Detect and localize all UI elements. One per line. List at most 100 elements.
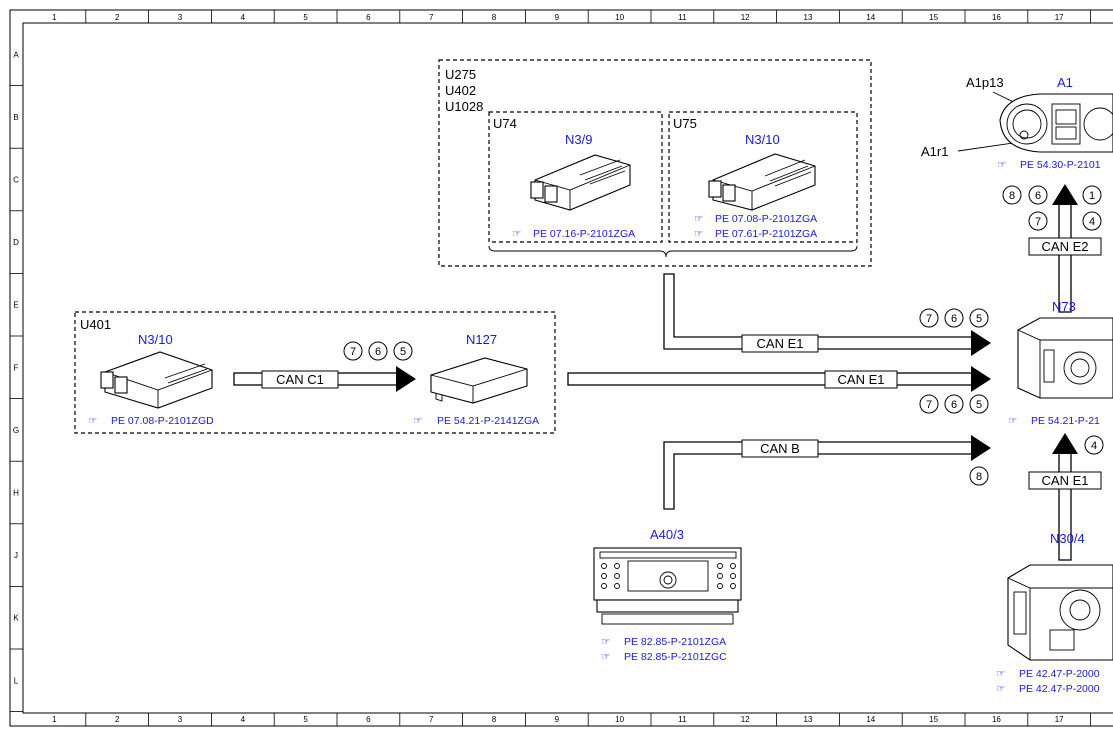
ref-a40-3-1: PE 82.85-P-2101ZGA [624,636,726,648]
grid-row-label: A [13,50,19,59]
grid-column-label: 3 [178,13,183,22]
markers-can-e2: 8 6 1 7 4 [1002,185,1102,231]
grid-column-label: 2 [115,13,120,22]
marker-can-e1-middle-2: 6 [951,399,957,411]
grid-column-label: 14 [866,715,875,724]
marker-can-c1-3: 5 [400,346,406,358]
grid-column-label: 2 [115,715,120,724]
ref-n3-10-left-1: PE 07.08-P-2101ZGD [111,415,214,427]
marker-can-e2-2: 6 [1035,190,1041,202]
marker-can-b-1: 8 [976,471,982,483]
ref-n3-9-1: PE 07.16-P-2101ZGA [533,228,635,240]
marker-can-c1-2: 6 [375,346,381,358]
component-name-n3-10-top: N3/10 [745,132,780,147]
hand-pointer-icon: ☞ [997,159,1006,171]
ref-a1-1: PE 54.30-P-2101 [1020,159,1101,171]
ref-n30-4-1: PE 42.47-P-2000 [1019,668,1100,680]
grid-column-label: 7 [429,715,434,724]
group-label-u74: U74 [493,116,517,131]
hand-pointer-icon: ☞ [996,683,1005,695]
bus-label-can-c1: CAN C1 [276,372,324,387]
hand-pointer-icon: ☞ [512,228,521,240]
bus-can-e1-middle: CAN E1 [567,366,991,392]
bus-label-can-e2: CAN E2 [1042,239,1089,254]
grid-row-label: K [13,614,19,623]
bus-can-b: CAN B [663,435,991,510]
grid-column-label: 12 [741,13,750,22]
grid-column-label: 6 [366,13,371,22]
bus-label-can-e1-lower: CAN E1 [1042,473,1089,488]
marker-can-e2-4: 7 [1035,216,1041,228]
grid-column-label: 9 [555,715,560,724]
grid-column-label: 6 [366,715,371,724]
grid-column-label: 17 [1055,13,1064,22]
markers-can-e1-lower: 4 [1084,435,1104,455]
hand-pointer-icon: ☞ [996,668,1005,680]
grid-column-label: 8 [492,13,497,22]
ref-n30-4: ☞ PE 42.47-P-2000 ☞ PE 42.47-P-2000 [996,668,1100,695]
grid-row-label: E [13,301,18,310]
bus-can-e1-lower: CAN E1 [1028,433,1102,561]
bus-can-e1-upper: CAN E1 [663,273,991,356]
radio-a40-3-device [593,547,742,625]
ref-n3-10-top-1: PE 07.08-P-2101ZGA [715,213,817,225]
grid-column-label: 3 [178,715,183,724]
ref-n73-1: PE 54.21-P-21 [1031,415,1100,427]
grid-column-label: 16 [992,13,1001,22]
hand-pointer-icon: ☞ [601,651,610,663]
marker-can-e1-upper-1: 7 [926,313,932,325]
component-name-n127: N127 [466,332,497,347]
grid-column-label: 7 [429,13,434,22]
group-label-u1028: U1028 [445,99,483,114]
grid-column-label: 13 [804,715,813,724]
grid-column-label: 17 [1055,715,1064,724]
ignition-switch-n73-device [1017,317,1113,399]
component-name-n3-9: N3/9 [565,132,592,147]
grid-row-label: G [13,426,19,435]
grid-column-label: 12 [741,715,750,724]
ref-n73: ☞ PE 54.21-P-21 [1008,415,1100,427]
group-label-u275: U275 [445,67,476,82]
module-n127-device [430,357,528,404]
markers-can-b: 8 [969,466,989,486]
hand-pointer-icon: ☞ [694,213,703,225]
grid-column-label: 10 [615,715,624,724]
grid-column-label: 16 [992,715,1001,724]
ref-n3-10-top-2: PE 07.61-P-2101ZGA [715,228,817,240]
brace [488,245,858,258]
marker-can-e1-middle-3: 5 [976,399,982,411]
hand-pointer-icon: ☞ [88,415,97,427]
markers-can-e1-middle: 7 6 5 [919,394,989,414]
group-label-u402: U402 [445,83,476,98]
component-name-n73: N73 [1052,299,1076,314]
marker-can-e1-lower-1: 4 [1091,440,1097,452]
abs-module-n30-4-device [1007,564,1113,661]
ecu-n3-10-top-device [708,153,816,211]
hand-pointer-icon: ☞ [694,228,703,240]
ref-n30-4-2: PE 42.47-P-2000 [1019,683,1100,695]
ref-n3-10-top: ☞ PE 07.08-P-2101ZGA ☞ PE 07.61-P-2101ZG… [694,213,817,240]
grid-column-label: 8 [492,715,497,724]
grid-row-label: C [13,176,19,185]
instrument-cluster-a1-device [999,93,1113,153]
bus-can-c1: CAN C1 [233,366,416,392]
grid-row-label: L [14,676,19,685]
grid-column-label: 13 [804,13,813,22]
hand-pointer-icon: ☞ [1008,415,1017,427]
marker-can-e2-1: 8 [1009,190,1015,202]
ref-n3-9: ☞ PE 07.16-P-2101ZGA [512,228,635,240]
markers-can-e1-upper: 7 6 5 [919,308,989,328]
grid-row-label: F [14,363,19,372]
grid-column-label: 10 [615,13,624,22]
hand-pointer-icon: ☞ [413,415,422,427]
grid-row-label: J [14,551,18,560]
group-u75-box [668,111,858,243]
bus-can-e2: CAN E2 [1028,184,1102,313]
markers-can-c1: 7 6 5 [343,341,413,361]
ref-n127: ☞ PE 54.21-P-2141ZGA [413,415,539,427]
marker-can-c1-1: 7 [350,346,356,358]
grid-column-label: 11 [678,715,687,724]
grid-column-label: 4 [241,715,246,724]
marker-can-e1-middle-1: 7 [926,399,932,411]
